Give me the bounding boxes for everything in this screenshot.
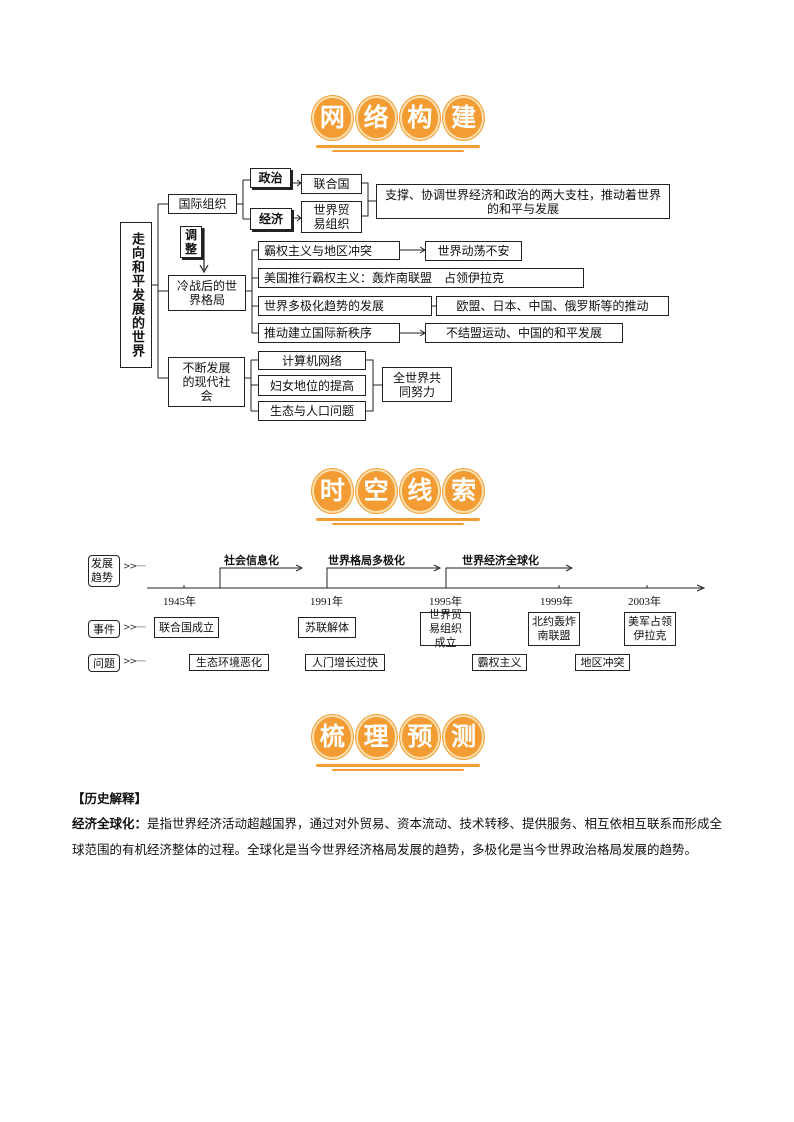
header-underline <box>316 764 480 767</box>
section-header-timeline: 时 空 线 索 <box>312 469 484 529</box>
header-char: 线 <box>399 469 441 513</box>
new-order-drive-box: 不结盟运动、中国的和平发展 <box>425 323 623 343</box>
trend-label: 世界经济全球化 <box>462 554 539 567</box>
header-char: 时 <box>312 469 353 513</box>
network-connectors <box>152 179 436 412</box>
women-box: 妇女地位的提高 <box>258 375 366 396</box>
header-char: 络 <box>355 96 397 140</box>
review-definition: 是指世界经济活动超越国界，通过对外贸易、资本流动、技术转移、提供服务、相互依相互… <box>72 816 723 857</box>
tag-trend-dots: >>┈┈ <box>123 562 146 572</box>
internet-box: 计算机网络 <box>258 351 366 370</box>
header-char: 测 <box>443 715 484 759</box>
us-hegemony-box: 美国推行霸权主义：轰炸南联盟 占领伊拉克 <box>258 268 584 288</box>
multipolar-drive-box: 欧盟、日本、中国、俄罗斯等的推动 <box>436 296 669 316</box>
year-label: 1999年 <box>540 596 573 608</box>
turmoil-box: 世界动荡不安 <box>425 241 522 261</box>
tag-problem-dots: >>┈┈ <box>123 657 146 667</box>
header-char: 梳 <box>312 715 353 759</box>
header-char: 预 <box>399 715 441 759</box>
together-box: 全世界共同努力 <box>382 367 452 402</box>
header-underline <box>316 145 480 148</box>
year-label: 1991年 <box>310 596 343 608</box>
review-section-label: 【历史解释】 <box>72 791 148 806</box>
wto-box: 世界贸易组织 <box>301 201 362 233</box>
new-order-box: 推动建立国际新秩序 <box>258 323 400 343</box>
problem-box: 地区冲突 <box>575 654 630 671</box>
tag-trend: 发展趋势 <box>88 555 120 587</box>
tag-event-dots: >>┈┈ <box>123 623 146 633</box>
branch-post-cold-war: 冷战后的世界格局 <box>168 275 246 311</box>
event-box: 北约轰炸南联盟 <box>528 612 580 646</box>
header-char: 空 <box>355 469 397 513</box>
header-underline <box>332 150 464 152</box>
header-char: 构 <box>399 96 441 140</box>
event-box: 联合国成立 <box>154 617 219 638</box>
politics-label: 政治 <box>250 168 291 188</box>
hegemony-box: 霸权主义与地区冲突 <box>258 241 400 260</box>
adjust-label: 调整 <box>180 226 202 258</box>
review-paragraph: 经济全球化：是指世界经济活动超越国界，通过对外贸易、资本流动、技术转移、提供服务… <box>72 811 732 863</box>
header-underline <box>316 518 480 521</box>
branch-modern-society: 不断发展的现代社会 <box>168 357 245 407</box>
tag-event: 事件 <box>88 620 120 638</box>
problem-box: 霸权主义 <box>472 654 527 671</box>
header-char: 网 <box>312 96 353 140</box>
section-header-network: 网 络 构 建 <box>312 96 484 156</box>
economy-label: 经济 <box>250 208 292 230</box>
timeline-axis <box>147 564 706 592</box>
event-box: 美军占领伊拉克 <box>624 612 676 646</box>
event-box: 苏联解体 <box>298 617 356 638</box>
header-underline <box>332 769 464 771</box>
un-box: 联合国 <box>301 174 362 194</box>
problem-box: 生态环境恶化 <box>189 654 269 671</box>
header-char: 索 <box>443 469 484 513</box>
problem-box: 人门增长过快 <box>305 654 385 671</box>
year-label: 2003年 <box>628 596 661 608</box>
year-label: 1945年 <box>163 596 196 608</box>
tag-problem: 问题 <box>88 654 120 672</box>
review-term: 经济全球化： <box>72 816 148 831</box>
ecology-box: 生态与人口问题 <box>258 401 366 421</box>
header-underline <box>332 523 464 525</box>
trend-label: 世界格局多极化 <box>328 554 405 567</box>
network-root: 走向和平发展的世界 <box>120 222 152 368</box>
branch-international-orgs: 国际组织 <box>168 194 237 214</box>
support-box: 支撑、协调世界经济和政治的两大支柱，推动着世界的和平与发展 <box>376 184 670 219</box>
trend-label: 社会信息化 <box>224 554 279 567</box>
section-header-review: 梳 理 预 测 <box>312 715 484 775</box>
year-label: 1995年 <box>429 596 462 608</box>
event-box: 世界贸易组织成立 <box>420 608 471 649</box>
header-char: 建 <box>443 96 484 140</box>
header-char: 理 <box>355 715 397 759</box>
multipolar-box: 世界多极化趋势的发展 <box>258 296 432 316</box>
